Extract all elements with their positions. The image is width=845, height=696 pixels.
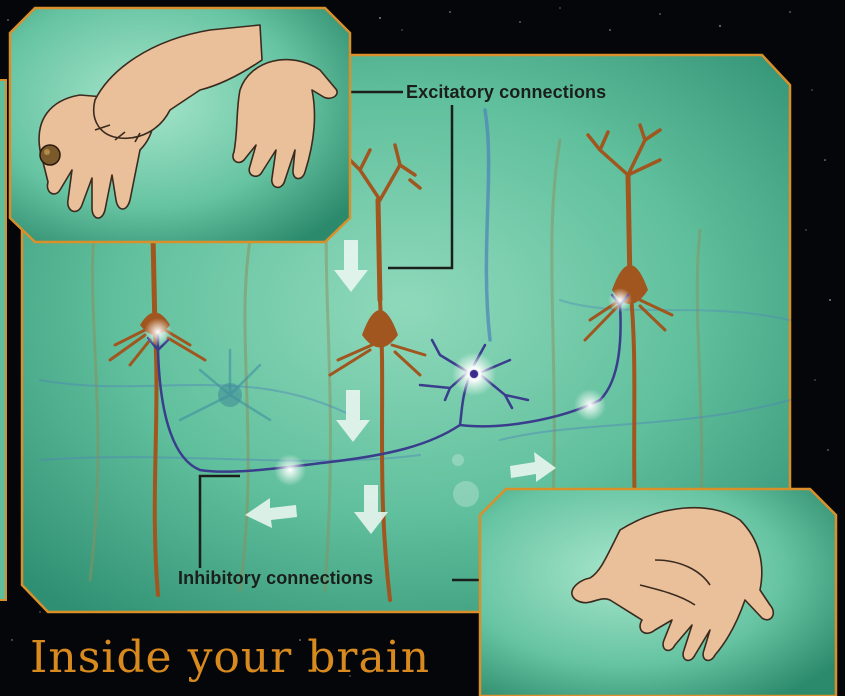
excitatory-connections-label: Excitatory connections xyxy=(406,82,606,103)
bubble xyxy=(453,481,479,507)
page-title: Inside your brain xyxy=(30,632,430,683)
inhibitory-connections-label: Inhibitory connections xyxy=(178,568,373,589)
background-soma xyxy=(218,383,242,407)
object-icon xyxy=(40,145,60,165)
bubble xyxy=(452,454,464,466)
inhibitory-interneuron-icon xyxy=(452,352,496,396)
side-panel xyxy=(0,80,6,600)
